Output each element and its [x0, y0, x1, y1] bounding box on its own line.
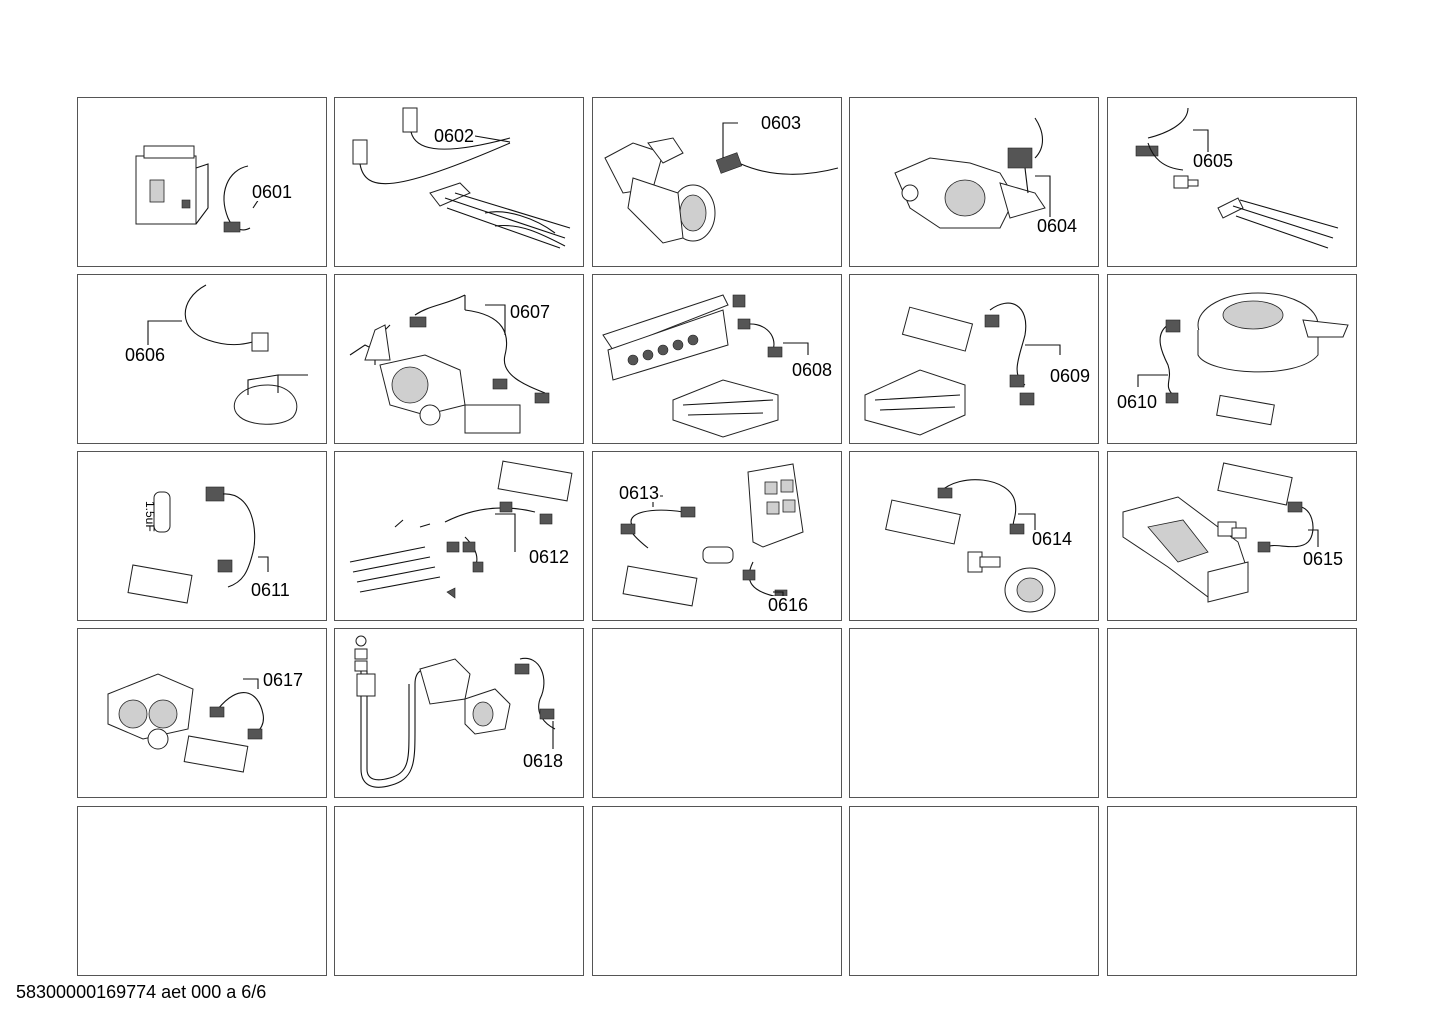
part-label-0615: 0615 — [1302, 549, 1345, 569]
part-drawing-0610 — [1137, 292, 1349, 426]
part-label-0604: 0604 — [1036, 216, 1079, 236]
cell-0617: 0617 — [77, 628, 327, 798]
part-label-0601: 0601 — [251, 182, 294, 202]
empty-cell — [1107, 806, 1357, 976]
cell-0603: 0603 — [592, 97, 842, 267]
capacitor-label: 1.5uF — [143, 501, 157, 532]
cell-0612: 0612 — [334, 451, 584, 621]
empty-cell — [1107, 628, 1357, 798]
part-label-0605: 0605 — [1192, 151, 1235, 171]
part-label-0607: 0607 — [509, 302, 552, 322]
empty-cell — [592, 806, 842, 976]
part-drawing-0601 — [135, 145, 264, 233]
part-drawing-0606 — [147, 284, 308, 425]
empty-cell — [849, 628, 1099, 798]
part-drawing-0612 — [349, 460, 573, 599]
part-label-0613: 0613 — [618, 483, 661, 503]
part-label-0603: 0603 — [760, 113, 803, 133]
part-drawing-0608 — [602, 294, 809, 438]
part-drawing-0607 — [349, 294, 550, 434]
part-drawing-0605 — [1135, 107, 1339, 249]
cell-0614: 0614 — [849, 451, 1099, 621]
part-label-0612: 0612 — [528, 547, 571, 567]
part-drawing-0617 — [107, 673, 264, 773]
part-label-0606: 0606 — [124, 345, 167, 365]
part-drawing-0615 — [1122, 462, 1319, 603]
cell-0618: 0618 — [334, 628, 584, 798]
part-label-0608: 0608 — [791, 360, 834, 380]
cell-0604: 0604 — [849, 97, 1099, 267]
part-drawing-0613 — [620, 463, 804, 607]
empty-cell — [334, 806, 584, 976]
cell-0602: 0602 — [334, 97, 584, 267]
cell-0613: 0613 0616 — [592, 451, 842, 621]
part-label-0611: 0611 — [250, 580, 291, 600]
cell-0609: 0609 — [849, 274, 1099, 444]
part-label-0618: 0618 — [522, 751, 565, 771]
empty-cell — [77, 806, 327, 976]
part-drawing-0611 — [127, 486, 269, 604]
cell-0607: 0607 — [334, 274, 584, 444]
part-drawing-0603 — [604, 122, 839, 244]
document-footer-code: 58300000169774 aet 000 a 6/6 — [16, 982, 267, 1002]
part-label-0610: 0610 — [1116, 392, 1159, 412]
part-label-0616: 0616 — [767, 595, 810, 615]
part-label-0617: 0617 — [262, 670, 305, 690]
cell-0610: 0610 — [1107, 274, 1357, 444]
part-drawing-0614 — [885, 479, 1056, 613]
cell-0601: 0601 — [77, 97, 327, 267]
part-drawing-0604 — [894, 117, 1051, 229]
part-label-0614: 0614 — [1031, 529, 1074, 549]
empty-cell — [849, 806, 1099, 976]
part-label-0609: 0609 — [1049, 366, 1092, 386]
part-label-0602: 0602 — [433, 126, 476, 146]
part-drawing-0602 — [352, 107, 571, 249]
cell-0606: 0606 — [77, 274, 327, 444]
empty-cell — [592, 628, 842, 798]
cell-0615: 0615 — [1107, 451, 1357, 621]
cell-0611: 1.5uF 0611 — [77, 451, 327, 621]
part-drawing-0609 — [864, 302, 1061, 436]
cell-0605: 0605 — [1107, 97, 1357, 267]
part-drawing-0618 — [354, 635, 556, 788]
cell-0608: 0608 — [592, 274, 842, 444]
